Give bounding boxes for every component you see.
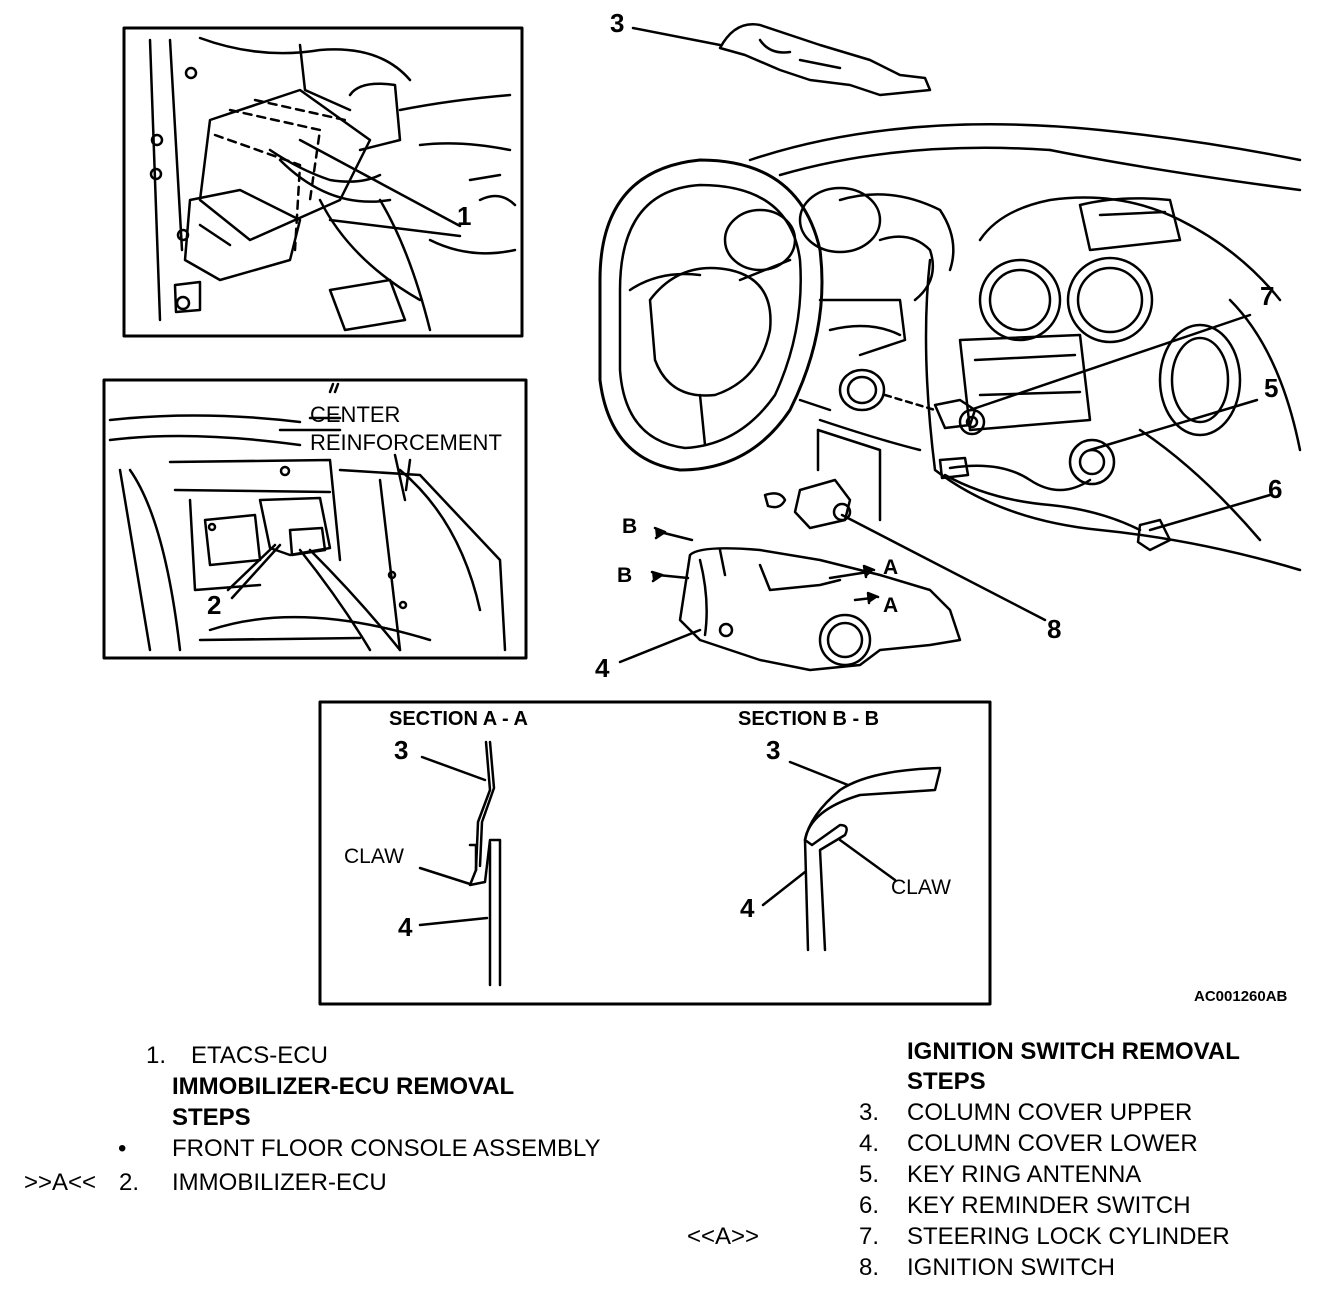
callout-3: 3 [610,8,625,38]
legend-item-2-text: IMMOBILIZER-ECU [172,1169,387,1196]
section-b-callout-3: 3 [766,735,781,765]
callout-1: 1 [457,201,472,231]
section-a-callout-4: 4 [398,912,413,942]
legend-item-6-number: 6. [859,1192,880,1219]
legend-item-2-number: 2. [119,1169,140,1196]
legend-mark-a-right: <<A>> [687,1223,760,1250]
callout-6: 6 [1268,474,1283,504]
legend-item-1-number: 1. [146,1042,167,1069]
legend-item-1-text: ETACS-ECU [191,1042,328,1069]
legend-item-8-text: IGNITION SWITCH [907,1254,1115,1281]
legend-bullet-item: FRONT FLOOR CONSOLE ASSEMBLY [172,1135,601,1162]
section-b-marker-upper: B [622,515,638,538]
legend-item-5-number: 5. [859,1161,880,1188]
section-a-marker-lower: A [883,594,899,617]
center-reinforcement-line1: CENTER [310,402,401,427]
legend-item-6-text: KEY REMINDER SWITCH [907,1192,1191,1219]
section-a-callout-3: 3 [394,735,409,765]
callout-5: 5 [1264,373,1279,403]
legend-item-3-text: COLUMN COVER UPPER [907,1099,1193,1126]
legend-item-8-number: 8. [859,1254,880,1281]
section-box [318,700,992,1006]
legend-item-3-number: 3. [859,1099,880,1126]
section-a-claw-label: CLAW [344,845,404,868]
callout-2: 2 [207,590,222,620]
immobilizer-ecu-inset [102,378,528,660]
immobilizer-heading-line2: STEPS [172,1104,251,1131]
figure-code: AC001260AB [1194,988,1288,1005]
etacs-ecu-inset [122,26,524,338]
callout-7: 7 [1260,281,1275,311]
legend-item-4-number: 4. [859,1130,880,1157]
section-b-title: SECTION B - B [738,708,880,730]
legend-item-7-number: 7. [859,1223,880,1250]
legend-mark-a: >>A<< [24,1169,97,1196]
ignition-heading-line1: IGNITION SWITCH REMOVAL [907,1038,1240,1065]
ignition-heading-line2: STEPS [907,1068,986,1095]
bullet-marker: • [118,1135,127,1162]
legend-item-4-text: COLUMN COVER LOWER [907,1130,1198,1157]
section-b-claw-label: CLAW [891,876,951,899]
legend-item-5-text: KEY RING ANTENNA [907,1161,1142,1188]
section-a-marker-upper: A [883,556,899,579]
center-reinforcement-line2: REINFORCEMENT [310,430,502,455]
legend-item-7-text: STEERING LOCK CYLINDER [907,1223,1230,1250]
section-b-marker-lower: B [617,564,633,587]
section-a-title: SECTION A - A [389,708,528,730]
callout-4: 4 [595,653,610,683]
dashboard-drawing [230,23,1302,672]
immobilizer-heading-line1: IMMOBILIZER-ECU REMOVAL [172,1073,515,1100]
section-b-callout-4: 4 [740,893,755,923]
callout-8: 8 [1047,614,1062,644]
